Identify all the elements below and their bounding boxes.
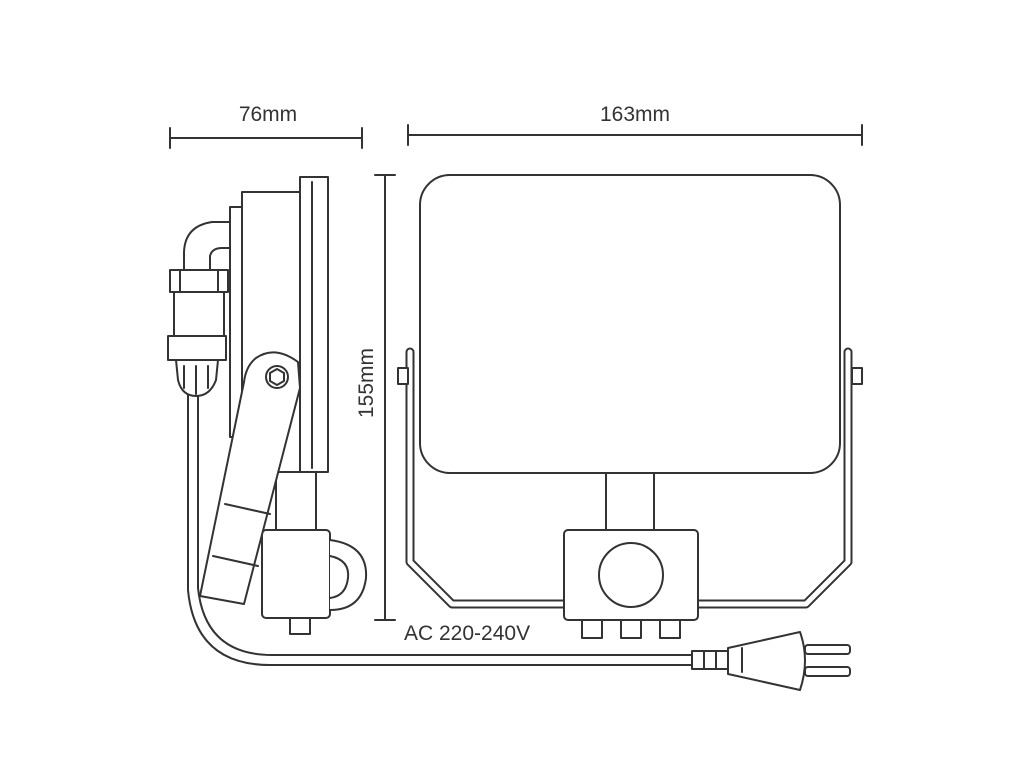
sensor-box-side — [261, 529, 331, 619]
front-panel — [419, 174, 841, 474]
plug-pin-upper — [804, 644, 851, 655]
height-label: 155mm — [355, 347, 378, 419]
power-plug — [691, 631, 851, 691]
gland-nut-upper — [169, 269, 229, 293]
dimension-line-height — [374, 174, 396, 621]
front-width-label: 163mm — [599, 103, 671, 126]
gland-nut-lower — [167, 335, 227, 361]
housing-front-frame — [299, 176, 329, 473]
side-view — [167, 176, 368, 635]
power-cable — [187, 394, 701, 666]
bracket-knob-left — [397, 367, 409, 385]
sensor-neck — [275, 471, 317, 531]
sensor-lens — [598, 542, 664, 608]
terminal-3 — [659, 619, 681, 639]
cable-elbow — [183, 221, 236, 271]
dimension-line-side-width — [169, 127, 363, 149]
gland-body — [173, 291, 225, 337]
terminal-2 — [620, 619, 642, 639]
mounting-bracket-side — [199, 351, 301, 605]
terminal-1 — [581, 619, 603, 639]
sensor-terminal-side — [289, 617, 311, 635]
plug-pin-lower — [804, 666, 851, 677]
plug-body — [727, 631, 806, 691]
sensor-neck-front — [605, 472, 655, 532]
side-width-label: 76mm — [238, 103, 298, 126]
voltage-label: AC 220-240V — [404, 622, 531, 645]
plug-strain-relief — [691, 650, 729, 670]
dimension-line-front-width — [407, 124, 863, 146]
bracket-knob-right — [851, 367, 863, 385]
front-view — [397, 174, 863, 639]
